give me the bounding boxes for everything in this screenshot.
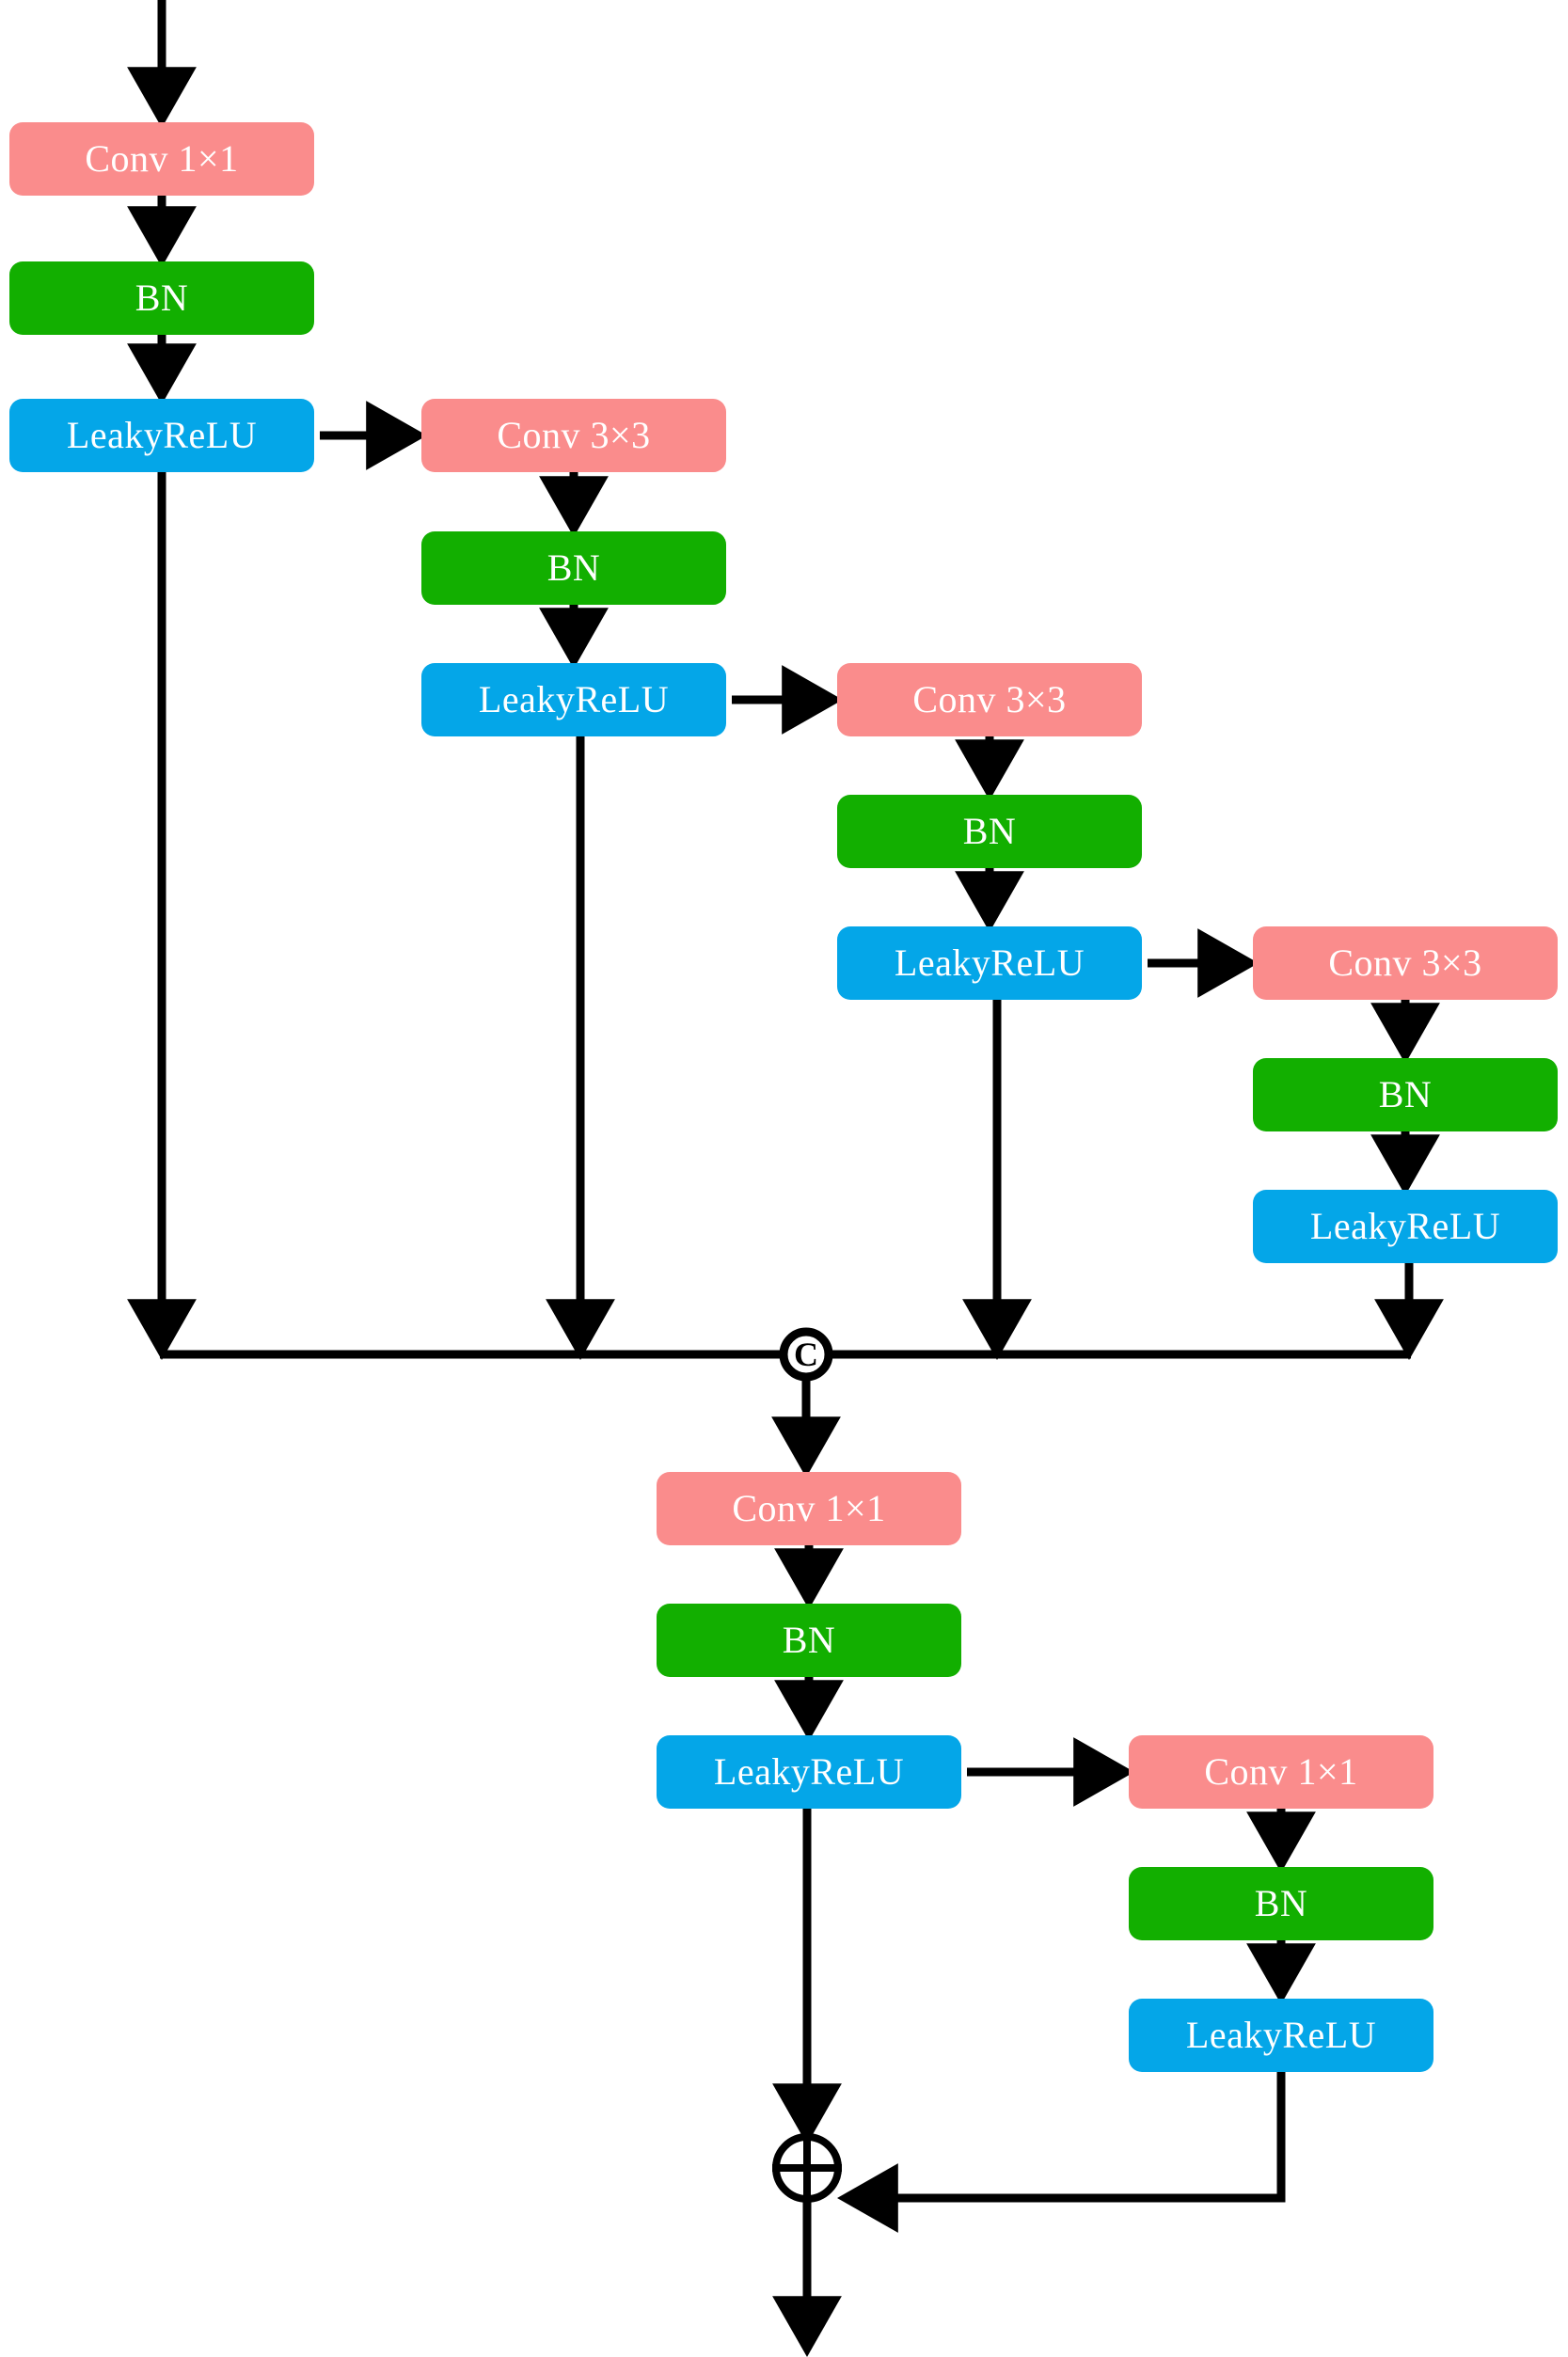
node-leakyrelu-branch3[interactable]: LeakyReLU bbox=[1253, 1190, 1558, 1263]
node-conv-3x3-branch2[interactable]: Conv 3×3 bbox=[837, 663, 1142, 736]
node-conv-1x1-stem[interactable]: Conv 1×1 bbox=[9, 122, 314, 196]
node-leakyrelu-branch2[interactable]: LeakyReLU bbox=[837, 926, 1142, 1000]
node-conv-1x1-projection[interactable]: Conv 1×1 bbox=[1129, 1735, 1433, 1809]
node-bn-projection[interactable]: BN bbox=[1129, 1867, 1433, 1940]
node-leakyrelu-fusion[interactable]: LeakyReLU bbox=[657, 1735, 961, 1809]
node-leakyrelu-stem[interactable]: LeakyReLU bbox=[9, 399, 314, 472]
node-leakyrelu-branch1[interactable]: LeakyReLU bbox=[421, 663, 726, 736]
node-conv-3x3-branch3[interactable]: Conv 3×3 bbox=[1253, 926, 1558, 1000]
node-conv-1x1-fusion[interactable]: Conv 1×1 bbox=[657, 1472, 961, 1545]
node-bn-branch1[interactable]: BN bbox=[421, 531, 726, 605]
node-bn-stem[interactable]: BN bbox=[9, 261, 314, 335]
edge-act6-residual-to-add bbox=[836, 2072, 1286, 2233]
node-bn-branch2[interactable]: BN bbox=[837, 795, 1142, 868]
node-bn-branch3[interactable]: BN bbox=[1253, 1058, 1558, 1131]
add-node-circle bbox=[772, 2133, 842, 2203]
node-conv-3x3-branch1[interactable]: Conv 3×3 bbox=[421, 399, 726, 472]
concat-node-label: C bbox=[794, 1336, 818, 1373]
node-bn-fusion[interactable]: BN bbox=[657, 1604, 961, 1677]
node-leakyrelu-projection[interactable]: LeakyReLU bbox=[1129, 1999, 1433, 2072]
